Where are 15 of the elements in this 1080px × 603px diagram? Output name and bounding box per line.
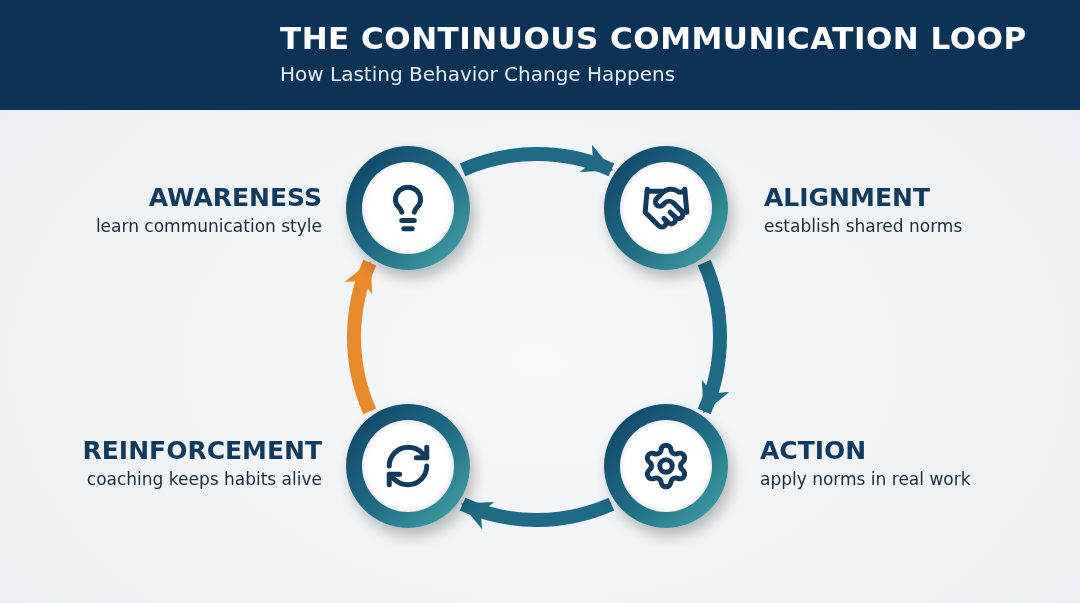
step-description: establish shared norms [764, 216, 964, 236]
arrow [460, 145, 614, 177]
step-heading: ALIGNMENT [764, 183, 931, 212]
step-heading: ACTION [760, 436, 868, 465]
subtitle: How Lasting Behavior Change Happens [280, 62, 676, 86]
title: THE CONTINUOUS COMMUNICATION LOOP [280, 20, 1027, 56]
arrow [345, 260, 377, 414]
step-heading: REINFORCEMENT [81, 436, 322, 465]
step-description: coaching keeps habits alive [85, 469, 322, 489]
arrow [460, 497, 614, 529]
arrow [697, 260, 729, 414]
step-circle [604, 145, 729, 270]
step-description: apply norms in real work [760, 469, 972, 489]
step-description: learn communication style [94, 216, 322, 236]
step-heading: AWARENESS [147, 183, 322, 212]
